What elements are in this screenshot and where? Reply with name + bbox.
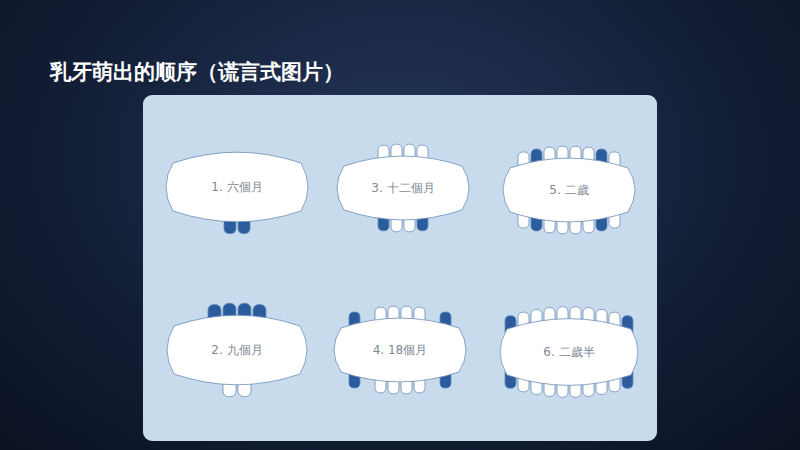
mouth-diagram: 2. 九個月 <box>211 343 262 357</box>
mouth-diagram: 1. 六個月 <box>211 180 262 194</box>
picture-panel <box>143 95 657 441</box>
mouth-diagram: 5. 二歲 <box>549 183 588 197</box>
stage-label: 4. 18個月 <box>373 343 428 357</box>
mouth-outline <box>334 318 466 382</box>
mouth-outline <box>337 156 469 220</box>
mouth-outline <box>167 315 307 385</box>
mouth-outline <box>500 319 638 386</box>
slide-title: 乳牙萌出的顺序（谎言式图片） <box>50 58 344 86</box>
panel-texture <box>143 95 657 441</box>
mouth-diagram: 4. 18個月 <box>373 343 428 357</box>
stage-label: 6. 二歲半 <box>543 345 594 359</box>
stage-label: 2. 九個月 <box>211 343 262 357</box>
mouth-outline <box>166 152 308 222</box>
mouth-diagram: 6. 二歲半 <box>543 345 594 359</box>
stage-label: 5. 二歲 <box>549 183 588 197</box>
stage-label: 3. 十二個月 <box>371 181 434 195</box>
mouth-diagram: 3. 十二個月 <box>371 181 434 195</box>
mouth-outline <box>503 158 635 222</box>
stage-label: 1. 六個月 <box>211 180 262 194</box>
